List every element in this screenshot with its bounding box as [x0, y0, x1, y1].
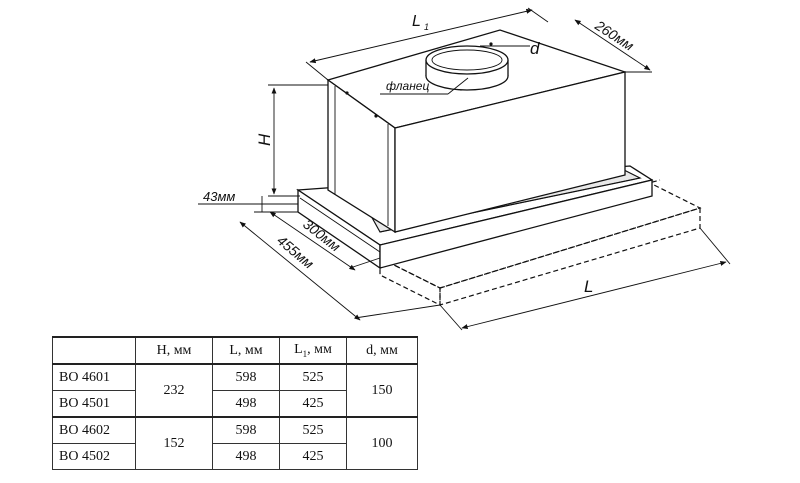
- header-h: H, мм: [135, 336, 213, 365]
- header-l: L, мм: [212, 336, 280, 365]
- model-cell: BO 4602: [52, 416, 136, 444]
- flange: [425, 45, 509, 91]
- h-cell: 152: [135, 416, 213, 470]
- spec-table: H, мм L, мм L1, мм d, мм BO 4601 232 598…: [52, 336, 418, 470]
- label-flange: фланец: [386, 79, 429, 93]
- l-cell: 498: [212, 390, 280, 418]
- table-row: BO 4502 498 425: [52, 443, 418, 470]
- h-cell: 232: [135, 363, 213, 418]
- label-depth-455: 455мм: [274, 232, 317, 272]
- l1-cell: 425: [279, 443, 347, 470]
- l1-cell: 525: [279, 363, 347, 391]
- table-header-row: H, мм L, мм L1, мм d, мм: [52, 336, 418, 365]
- model-cell: BO 4502: [52, 443, 136, 470]
- label-l1: L: [412, 13, 421, 30]
- table-row: BO 4501 498 425: [52, 390, 418, 418]
- header-d: d, мм: [346, 336, 418, 365]
- d-cell: 150: [346, 363, 418, 418]
- l-cell: 598: [212, 416, 280, 444]
- l1-cell: 525: [279, 416, 347, 444]
- table-row: BO 4601 232 598 525 150: [52, 363, 418, 418]
- label-height: H: [255, 133, 274, 146]
- table-row: BO 4602 152 598 525 100: [52, 416, 418, 470]
- label-diameter: d: [530, 39, 540, 58]
- header-model: [52, 336, 136, 365]
- dimension-lines: [198, 7, 731, 331]
- l-cell: 498: [212, 443, 280, 470]
- l-cell: 598: [212, 363, 280, 391]
- d-cell: 100: [346, 416, 418, 470]
- label-l1-sub: 1: [424, 22, 429, 32]
- label-length: L: [584, 277, 593, 296]
- label-panel-thickness: 43мм: [203, 189, 235, 204]
- l1-cell: 425: [279, 390, 347, 418]
- model-cell: BO 4501: [52, 390, 136, 418]
- header-l1: L1, мм: [279, 336, 347, 365]
- model-cell: BO 4601: [52, 363, 136, 391]
